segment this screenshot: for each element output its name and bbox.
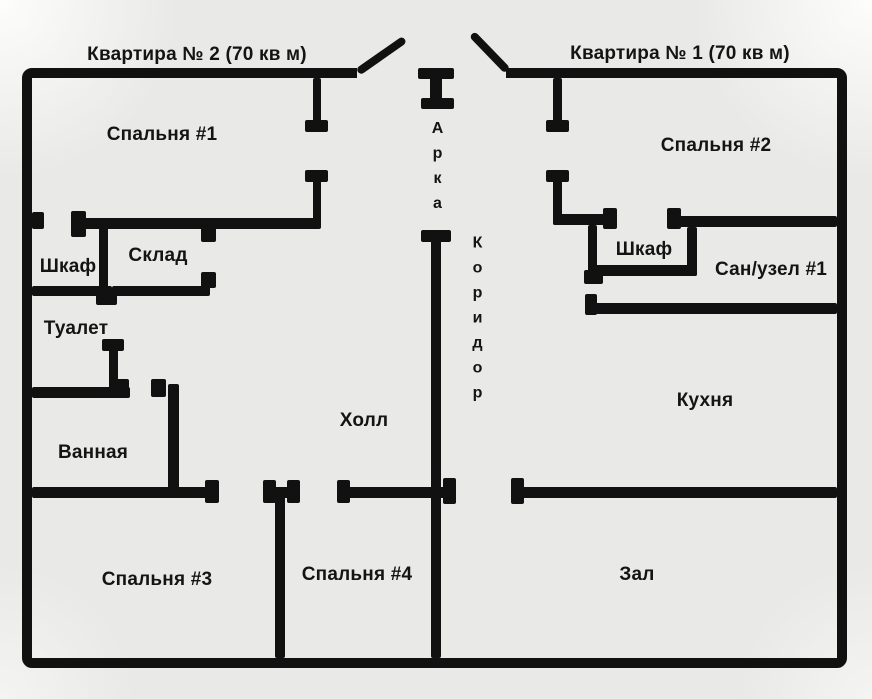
room-label-storage: Склад	[128, 245, 188, 266]
room-label-bedroom2: Спальня #2	[660, 135, 772, 156]
room-label-bedroom1: Спальня #1	[106, 124, 218, 145]
label-arch: Арка	[429, 120, 446, 220]
room-label-bedroom3: Спальня #3	[101, 569, 213, 590]
room-label-living-room: Зал	[619, 564, 655, 585]
wall-end-cap	[546, 120, 569, 132]
room-label-toilet: Туалет	[43, 318, 109, 339]
room-label-hall: Холл	[339, 410, 389, 431]
wall-segment	[588, 265, 697, 276]
wall-segment	[553, 78, 562, 126]
wall-segment	[511, 487, 837, 498]
apartment1-title: Квартира № 1 (70 кв м)	[570, 43, 790, 64]
door-post	[205, 480, 219, 503]
wall-segment	[32, 286, 112, 296]
room-label-closet-apt2: Шкаф	[39, 256, 97, 277]
arch-symbol-top	[418, 68, 454, 79]
apartment2-title: Квартира № 2 (70 кв м)	[87, 44, 307, 65]
wall-end-cap	[305, 120, 328, 132]
wall-segment	[553, 170, 562, 225]
wall-segment	[32, 387, 130, 398]
corridor-central-wall	[431, 230, 441, 658]
arch-symbol-stem	[430, 76, 442, 102]
wall-segment	[671, 216, 837, 227]
door-post	[114, 379, 129, 398]
door-post	[32, 212, 44, 229]
room-label-san-unit: Сан/узел #1	[714, 259, 828, 280]
wall-segment	[99, 222, 108, 302]
wall-segment	[337, 487, 447, 498]
wall-segment	[595, 303, 837, 314]
room-label-bathroom: Ванная	[57, 442, 129, 463]
door-post	[201, 272, 216, 288]
room-label-kitchen: Кухня	[676, 390, 734, 411]
wall-segment	[109, 339, 118, 392]
door-post	[263, 480, 276, 503]
wall-segment	[588, 225, 597, 280]
wall-segment	[553, 214, 616, 225]
bedroom-divider-wall	[275, 487, 285, 658]
door-post	[287, 480, 300, 503]
door-post	[201, 226, 216, 242]
wall-segment	[313, 170, 321, 227]
door-post	[151, 379, 166, 397]
label-corridor: Коридор	[469, 234, 486, 410]
wall-segment	[73, 218, 321, 229]
door-post	[603, 208, 617, 229]
wall-segment	[168, 384, 179, 491]
room-label-closet-apt1: Шкаф	[615, 239, 673, 260]
room-label-bedroom4: Спальня #4	[301, 564, 413, 585]
wall-end-cap	[585, 294, 597, 315]
wall-segment	[687, 227, 697, 276]
wall-segment	[313, 78, 321, 126]
wall-segment	[112, 286, 210, 296]
arch-symbol-bottom	[421, 98, 454, 109]
door-post	[71, 211, 86, 237]
wall-segment	[32, 487, 210, 498]
wall-end-cap	[443, 478, 456, 504]
